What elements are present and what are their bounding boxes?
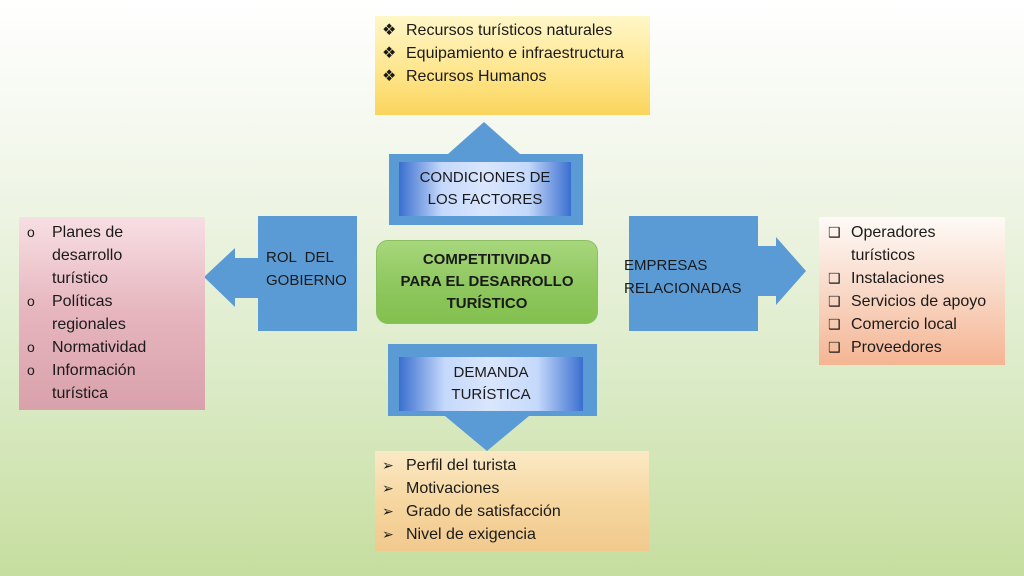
bullet-icon: ❑ — [828, 224, 841, 240]
top-item-text: Recursos turísticos naturales — [406, 22, 613, 39]
government-role-label: ROL DEL GOBIERNO — [266, 246, 358, 292]
bottom-item-text: Grado de satisfacción — [406, 503, 561, 520]
tourist-demand-line2: TURÍSTICA — [451, 386, 531, 403]
bottom-item-text: Nivel de exigencia — [406, 526, 536, 543]
bullet-icon: ❑ — [828, 339, 841, 355]
bottom-item-text: Motivaciones — [406, 480, 500, 497]
bullet-icon: ➢ — [382, 526, 394, 542]
bullet-icon: ❑ — [828, 293, 841, 309]
center-line2: PARA EL DESARROLLO — [400, 273, 574, 290]
left-list-item: o Planes de desarrollo turístico — [27, 221, 205, 290]
top-item-text: Equipamiento e infraestructura — [406, 45, 624, 62]
right-item-text: Operadores turísticos — [851, 224, 936, 264]
top-list-item: ❖ Equipamiento e infraestructura — [382, 42, 650, 65]
left-list-item: o Políticas regionales — [27, 290, 205, 336]
arrow-left — [204, 216, 357, 331]
factor-conditions-label: CONDICIONES DE LOS FACTORES — [399, 162, 571, 216]
related-companies-list: ❑ Operadores turísticos ❑ Instalaciones ❑ Ser… — [819, 217, 1005, 365]
right-item-text: Instalaciones — [851, 270, 945, 287]
factor-conditions-line1: CONDICIONES DE — [419, 169, 551, 186]
bottom-list-item: ➢ Perfil del turista — [382, 454, 649, 477]
tourist-demand-label: DEMANDA TURÍSTICA — [399, 357, 583, 411]
left-item-text: Planes de desarrollo turístico — [52, 224, 124, 287]
left-list-item: o Normatividad — [27, 336, 205, 359]
tourist-demand-line1: DEMANDA — [453, 364, 529, 381]
center-line3: TURÍSTICO — [446, 295, 528, 312]
right-item-text: Comercio local — [851, 316, 957, 333]
left-item-text: Información turística — [52, 362, 136, 402]
right-list-item: ❑ Operadores turísticos — [828, 221, 1005, 267]
right-item-text: Proveedores — [851, 339, 942, 356]
bullet-icon: o — [27, 362, 35, 378]
bullet-icon: ❖ — [382, 68, 397, 85]
right-list-item: ❑ Comercio local — [828, 313, 1005, 336]
tourist-demand-list: ➢ Perfil del turista ➢ Motivaciones ➢ Grado d… — [375, 451, 649, 551]
left-item-text: Políticas regionales — [52, 293, 126, 333]
bullet-icon: ➢ — [382, 457, 394, 473]
right-list-item: ❑ Instalaciones — [828, 267, 1005, 290]
top-list-item: ❖ Recursos Humanos — [382, 65, 650, 88]
factor-conditions-list: ❖ Recursos turísticos naturales ❖ Equipamie… — [375, 16, 650, 115]
government-role-line2: GOBIERNO — [266, 272, 347, 289]
bullet-icon: ❑ — [828, 270, 841, 286]
bullet-icon: ❑ — [828, 316, 841, 332]
bottom-list-item: ➢ Motivaciones — [382, 477, 649, 500]
center-competitiveness: COMPETITIVIDAD PARA EL DESARROLLO TURÍST… — [376, 240, 598, 324]
left-item-text: Normatividad — [52, 339, 147, 356]
bullet-icon: o — [27, 224, 35, 240]
left-list-item: o Información turística — [27, 359, 205, 405]
top-list-item: ❖ Recursos turísticos naturales — [382, 19, 650, 42]
center-line1: COMPETITIVIDAD — [422, 251, 552, 268]
bullet-icon: ❖ — [382, 45, 397, 62]
factor-conditions-line2: LOS FACTORES — [427, 191, 543, 208]
bullet-icon: ❖ — [382, 22, 397, 39]
top-item-text: Recursos Humanos — [406, 68, 547, 85]
bullet-icon: o — [27, 293, 35, 309]
right-list-item: ❑ Servicios de apoyo — [828, 290, 1005, 313]
arrow-right — [629, 216, 806, 331]
related-companies-line1: EMPRESAS — [624, 257, 708, 274]
right-list-item: ❑ Proveedores — [828, 336, 1005, 359]
bullet-icon: ➢ — [382, 503, 394, 519]
bullet-icon: o — [27, 339, 35, 355]
bullet-icon: ➢ — [382, 480, 394, 496]
related-companies-line2: RELACIONADAS — [624, 280, 742, 297]
government-role-line1: ROL DEL — [266, 249, 334, 266]
bottom-list-item: ➢ Grado de satisfacción — [382, 500, 649, 523]
related-companies-label: EMPRESAS RELACIONADAS — [624, 254, 754, 300]
right-item-text: Servicios de apoyo — [851, 293, 987, 310]
bottom-item-text: Perfil del turista — [406, 457, 517, 474]
bottom-list-item: ➢ Nivel de exigencia — [382, 523, 649, 546]
